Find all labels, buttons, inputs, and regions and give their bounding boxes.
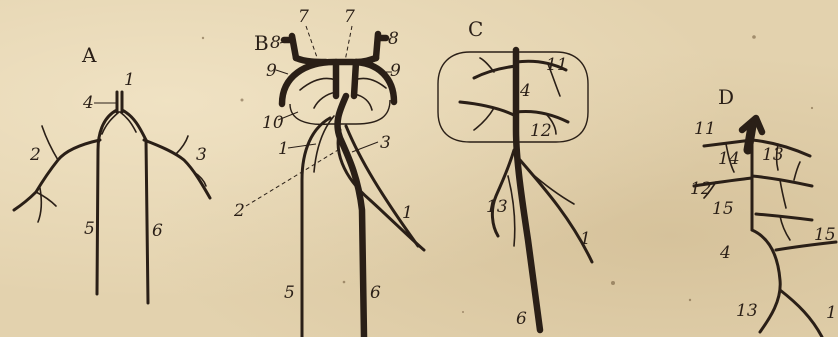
label-d-15-right: 15	[814, 225, 836, 245]
vessel-d-bend-lower	[780, 290, 822, 337]
vessel-a-left-sub1	[42, 126, 58, 160]
vessel-d-lower-right	[756, 214, 812, 220]
label-c-6: 6	[516, 309, 527, 329]
label-b-9-left: 9	[266, 61, 277, 81]
vessel-a-left-branch	[14, 140, 100, 210]
label-d-15-left: 15	[712, 199, 734, 219]
panel-a: A 1 4 2 3 5 6	[14, 43, 210, 303]
panel-b-label: B	[254, 31, 269, 55]
label-b-7-left: 7	[298, 7, 309, 27]
label-c-11: 11	[546, 55, 568, 75]
label-d-13-top: 13	[762, 145, 784, 165]
vessel-a-right-sub1	[176, 136, 188, 154]
vessel-c-top-left-sub	[480, 58, 494, 72]
vessel-b-trunk-5	[302, 118, 330, 337]
vessel-c-branch-13-sub	[508, 176, 515, 246]
label-a-6: 6	[152, 221, 163, 241]
label-b-8-left: 8	[270, 33, 281, 53]
panel-c-vessels	[438, 50, 592, 330]
vessel-b-trunk-6	[338, 96, 364, 337]
vessel-b-ring-left-link	[296, 58, 326, 62]
panel-b-vessels	[282, 34, 424, 337]
label-c-12: 12	[530, 121, 552, 141]
vessel-d-mid-right-sub	[794, 162, 800, 180]
label-b-8-right: 8	[388, 29, 399, 49]
label-a-4: 4	[82, 93, 94, 113]
label-d-13-bottom: 13	[736, 301, 758, 321]
label-b-9-right: 9	[390, 61, 401, 81]
label-d-12: 12	[690, 179, 712, 199]
panel-d-label: D	[718, 85, 734, 109]
label-b-7-right: 7	[344, 7, 355, 27]
vessel-a-right-arch	[122, 110, 146, 140]
panel-d-labels: D 11 14 13 12 15 15 4 13 1	[690, 85, 837, 323]
label-a-2: 2	[29, 145, 41, 165]
vessel-b-inner-l1	[300, 78, 336, 90]
label-b-1-left: 1	[278, 139, 289, 159]
label-b-5: 5	[284, 283, 295, 303]
panel-b: B 8 8 7 7 9 9 10 1 3 2 1 5 6	[233, 7, 424, 337]
label-a-3: 3	[196, 145, 207, 165]
label-b-2: 2	[233, 201, 245, 221]
vessel-a-6	[146, 140, 148, 303]
label-b-10: 10	[262, 113, 284, 133]
label-c-13: 13	[486, 197, 508, 217]
panel-c: C 11 4 12 13 1 6	[438, 17, 592, 330]
vessel-c-mid-left-sub	[474, 108, 494, 130]
vessel-c-mid-left	[460, 102, 516, 116]
panel-c-label: C	[468, 17, 483, 41]
vessel-c-top-left	[474, 66, 516, 78]
vessel-a-left-sub3	[36, 192, 56, 206]
label-d-1: 1	[826, 303, 837, 323]
label-d-11: 11	[694, 119, 716, 139]
label-b-6: 6	[370, 283, 381, 303]
label-b-3: 3	[380, 133, 391, 153]
vessel-d-mid-right	[752, 176, 812, 186]
vessel-c-branch-13	[492, 150, 514, 236]
label-c-1: 1	[580, 229, 591, 249]
vessel-b-inner-l2	[314, 92, 336, 108]
label-d-4: 4	[719, 243, 731, 263]
label-a-1: 1	[124, 70, 135, 90]
vessel-d-lower-right-sub	[780, 216, 790, 240]
vessel-d-mid-right-sub2	[780, 180, 786, 208]
label-b-1-right: 1	[402, 203, 413, 223]
vessel-b-inner-r1	[354, 78, 386, 88]
label-a-5: 5	[84, 219, 95, 239]
label-c-4: 4	[519, 81, 531, 101]
panel-b-labels: B 8 8 7 7 9 9 10 1 3 2 1 5 6	[233, 7, 413, 303]
panel-d: D 11 14 13 12 15 15 4 13 1	[690, 85, 837, 337]
panel-a-vessels	[14, 92, 210, 303]
label-d-14: 14	[718, 149, 740, 169]
vessel-a-5	[97, 150, 98, 294]
panel-a-labels: A 1 4 2 3 5 6	[29, 43, 207, 241]
panel-a-label: A	[81, 43, 97, 67]
